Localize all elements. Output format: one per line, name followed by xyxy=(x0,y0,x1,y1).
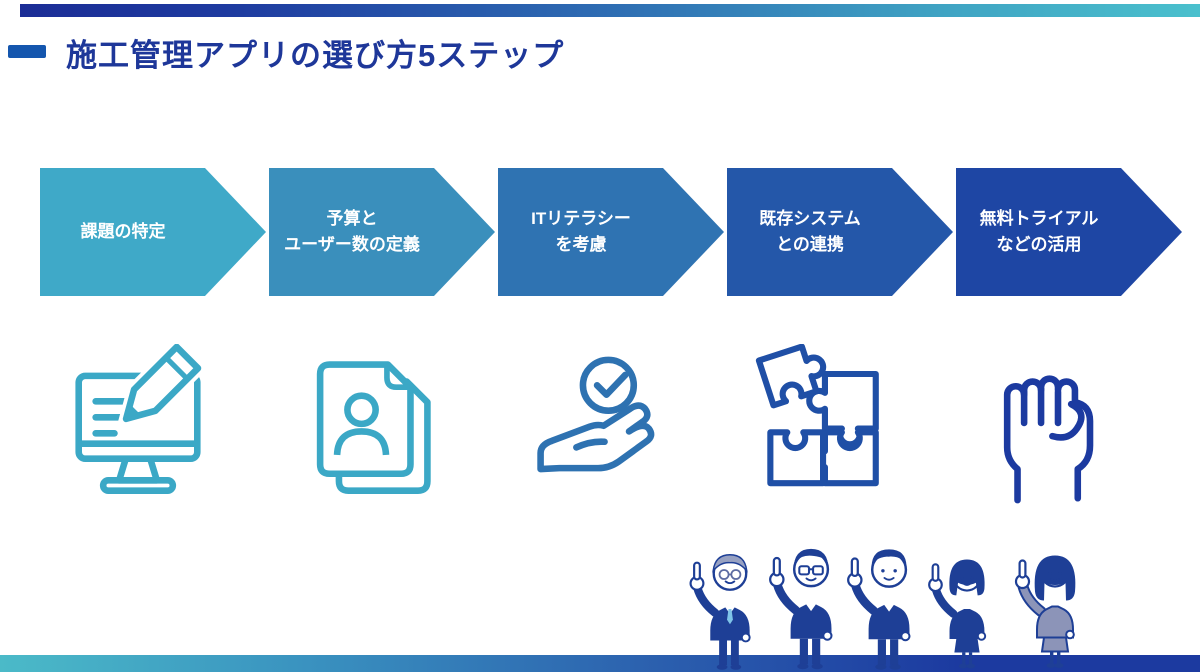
steps-row: 課題の特定 予算とユーザー数の定義 ITリテラシーを考慮 既存システムとの連携 … xyxy=(0,168,1200,296)
woman-bob-pointing xyxy=(928,559,987,669)
people-illustrations xyxy=(670,530,1200,670)
step-label-line: 既存システム xyxy=(759,208,861,228)
step-arrow-5: 無料トライアルなどの活用 xyxy=(956,168,1182,296)
step-label-line: ITリテラシー xyxy=(531,208,631,228)
hand-check-icon xyxy=(518,344,678,516)
title-dash xyxy=(8,45,46,58)
step-label-line: 課題の特定 xyxy=(80,221,166,241)
step-arrow-2: 予算とユーザー数の定義 xyxy=(269,168,495,296)
page-title: 施工管理アプリの選び方5ステップ xyxy=(66,38,565,73)
young-man-pointing xyxy=(847,549,911,670)
step-arrow-1: 課題の特定 xyxy=(40,168,266,296)
woman-gray-suit-pointing xyxy=(1014,555,1076,668)
step-label-line: を考慮 xyxy=(555,235,607,254)
title-row: 施工管理アプリの選び方5ステップ xyxy=(0,30,1200,78)
monitor-pencil-icon xyxy=(58,336,218,516)
puzzle-icon xyxy=(744,343,904,516)
step-label-line: ユーザー数の定義 xyxy=(284,235,420,254)
step-arrow-4: 既存システムとの連携 xyxy=(727,168,953,296)
senior-man-pointing xyxy=(689,554,751,670)
step-arrow-3: ITリテラシーを考慮 xyxy=(498,168,724,296)
documents-user-icon xyxy=(290,344,450,516)
top-gradient-bar xyxy=(20,4,1200,17)
step-label-line: などの活用 xyxy=(996,235,1082,254)
man-glasses-pointing xyxy=(769,548,833,670)
step-label-line: 無料トライアル xyxy=(979,208,1099,228)
fist-icon xyxy=(962,344,1122,516)
step-label-line: 予算と xyxy=(326,208,378,228)
step-label-line: との連携 xyxy=(776,235,844,254)
icons-row xyxy=(0,336,1200,516)
